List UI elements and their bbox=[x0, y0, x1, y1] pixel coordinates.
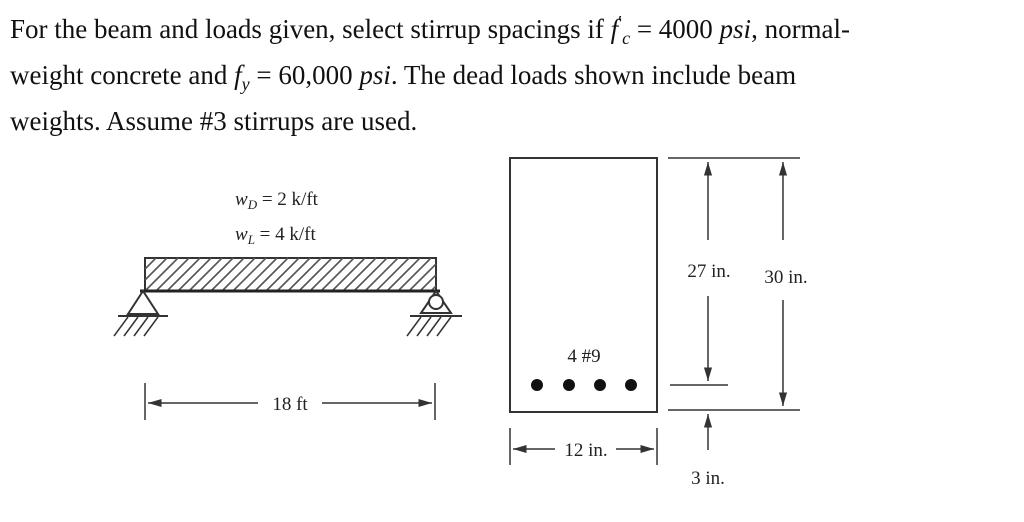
fy-value: 60,000 bbox=[278, 60, 353, 90]
problem-line-3: weights. Assume #3 stirrups are used. bbox=[10, 106, 418, 136]
hatch-line bbox=[254, 257, 289, 292]
hatch-line bbox=[243, 257, 278, 292]
width-label: 12 in. bbox=[564, 440, 607, 461]
roller-support bbox=[406, 289, 462, 337]
fc-value: 4000 bbox=[658, 14, 713, 44]
problem-text: For the beam and loads given, select sti… bbox=[10, 14, 611, 44]
hatch-line bbox=[155, 257, 190, 292]
width-dimension bbox=[509, 428, 658, 465]
hatch-line bbox=[353, 257, 388, 292]
problem-line-2: weight concrete and fy = 60,000 psi. The… bbox=[10, 57, 1010, 103]
dead-load-label: wD = 2 k/ft bbox=[235, 189, 319, 212]
hatch-line bbox=[397, 257, 432, 292]
equals-sign: = bbox=[630, 14, 659, 44]
fc-prime: ′ bbox=[618, 12, 623, 32]
fc-unit: psi bbox=[719, 14, 752, 44]
hatch-line bbox=[419, 274, 437, 292]
hatch-line bbox=[364, 257, 399, 292]
hatch-line bbox=[144, 257, 168, 281]
hatch-line bbox=[331, 257, 366, 292]
hatch-line bbox=[298, 257, 333, 292]
fc-subscript: c bbox=[622, 28, 631, 48]
equals-sign: = bbox=[249, 60, 279, 90]
problem-statement: For the beam and loads given, select sti… bbox=[10, 4, 1010, 140]
hatch-line bbox=[375, 257, 410, 292]
hatch-line bbox=[199, 257, 234, 292]
hatch-line bbox=[144, 257, 179, 292]
problem-text: , normal- bbox=[751, 14, 851, 44]
hatch-line bbox=[309, 257, 344, 292]
hatch-line bbox=[276, 257, 311, 292]
span-dimension bbox=[144, 383, 436, 420]
distributed-load bbox=[144, 257, 437, 292]
hatch-line bbox=[232, 257, 267, 292]
hatch-line bbox=[287, 257, 322, 292]
hatch-line bbox=[188, 257, 223, 292]
fy-subscript: y bbox=[241, 74, 250, 94]
effective-depth-label: 27 in. bbox=[687, 261, 730, 282]
rebar-bars bbox=[531, 379, 637, 391]
fy-unit: psi bbox=[359, 60, 391, 90]
hatch-line bbox=[210, 257, 245, 292]
pin-support bbox=[113, 289, 168, 337]
beam-cross-section bbox=[509, 157, 658, 413]
live-load-label: wL = 4 k/ft bbox=[235, 224, 316, 247]
hatch-line bbox=[320, 257, 355, 292]
hatch-line bbox=[166, 257, 201, 292]
problem-text: . The dead loads shown include beam bbox=[390, 60, 797, 90]
hatch-line bbox=[386, 257, 421, 292]
problem-line-1: For the beam and loads given, select sti… bbox=[10, 4, 1010, 57]
hatch-line bbox=[144, 257, 157, 270]
hatch-line bbox=[265, 257, 300, 292]
cover-label: 3 in. bbox=[691, 468, 725, 489]
hatch-line bbox=[177, 257, 212, 292]
hatch-line bbox=[221, 257, 256, 292]
total-height-label: 30 in. bbox=[764, 267, 807, 288]
rebar-label: 4 #9 bbox=[567, 346, 600, 367]
fc-symbol: f bbox=[610, 14, 619, 44]
hatch-line bbox=[408, 263, 437, 292]
fy-symbol: f bbox=[234, 60, 242, 90]
span-label: 18 ft bbox=[272, 394, 308, 415]
problem-text: weight concrete and bbox=[10, 60, 235, 90]
depth-dimensions bbox=[668, 157, 800, 450]
hatch-line bbox=[342, 257, 377, 292]
